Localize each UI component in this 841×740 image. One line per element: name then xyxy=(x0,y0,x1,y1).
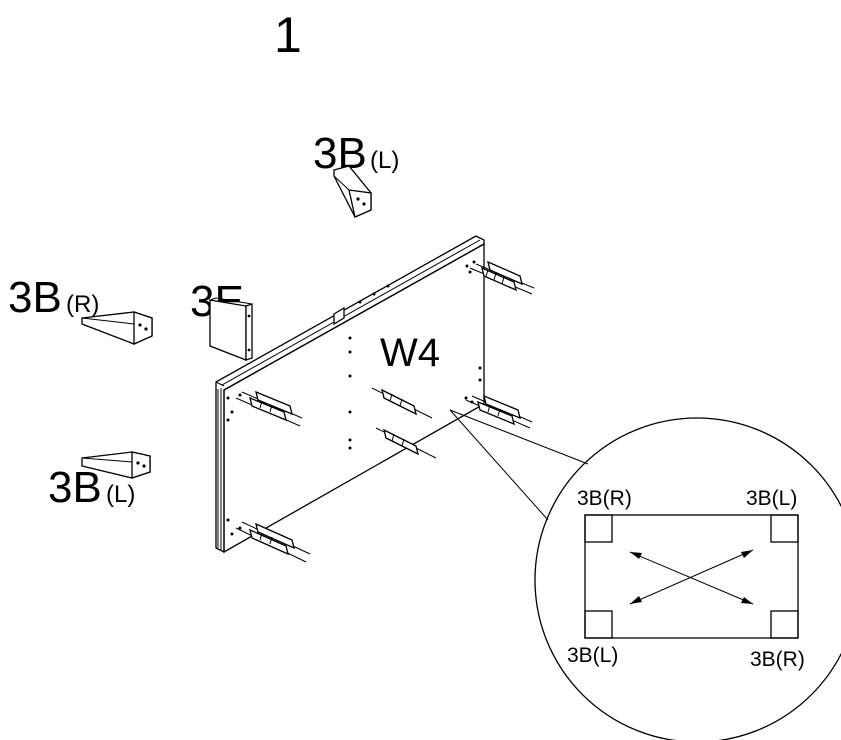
step-number: 1 xyxy=(274,7,302,63)
bracket-top-side: (L) xyxy=(370,147,399,174)
dowels-top-right xyxy=(469,260,535,295)
bracket-left-3b-r: 3B (R) xyxy=(8,273,153,346)
bracket-left-code: 3B xyxy=(8,273,62,322)
inset-label-top-right: 3B(L) xyxy=(746,487,797,510)
corner-top-left xyxy=(584,514,613,543)
inset-frame xyxy=(584,514,799,639)
dowels-left-upper xyxy=(235,390,303,427)
bracket-left-side: (R) xyxy=(66,291,99,318)
corner-top-right xyxy=(770,514,799,543)
inset-label-top-left: 3B(R) xyxy=(577,487,632,510)
dowels-right xyxy=(465,394,533,429)
bracket-bottom-code: 3B xyxy=(48,463,102,512)
dowels-left-lower xyxy=(235,521,311,563)
diagonal-arrow-1 xyxy=(629,551,754,605)
corner-bottom-left xyxy=(584,610,613,639)
main-panel-w4: W4 xyxy=(215,235,535,563)
dowels-middle xyxy=(371,387,437,459)
bracket-bottom-side: (L) xyxy=(106,481,135,508)
inset-detail: 3B(R) 3B(L) 3B(L) 3B(R) xyxy=(534,417,841,740)
diagonal-arrow-2 xyxy=(629,549,754,605)
panel-3e: 3E xyxy=(190,277,253,361)
bracket-top-3b-l: 3B (L) xyxy=(313,129,399,218)
bracket-bottom-3b-l: 3B (L) xyxy=(48,451,151,512)
corner-bottom-right xyxy=(770,610,799,639)
inset-leader-lines xyxy=(449,409,589,521)
inset-label-bottom-right: 3B(R) xyxy=(750,648,805,671)
inset-label-bottom-left: 3B(L) xyxy=(567,644,618,667)
panel-holes xyxy=(226,260,482,536)
inset-circle xyxy=(534,417,841,740)
main-panel-code: W4 xyxy=(380,331,440,375)
